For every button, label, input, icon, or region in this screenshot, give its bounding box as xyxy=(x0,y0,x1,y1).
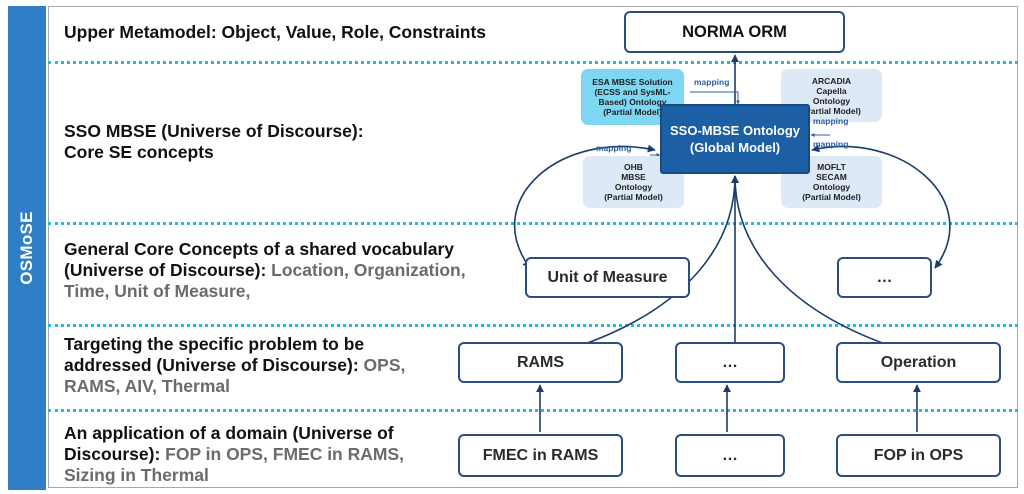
mapping-label-ohb: mapping xyxy=(596,143,632,153)
fmec-in-rams-box: FMEC in RAMS xyxy=(458,434,623,477)
layer-examples-line2: Sizing in Thermal xyxy=(64,465,209,485)
application-ellipsis-box: … xyxy=(675,434,785,477)
link-operation xyxy=(731,175,889,346)
layer-general-core-text: General Core Concepts of a shared vocabu… xyxy=(64,239,466,302)
layer-title: Targeting the specific problem to be xyxy=(64,334,365,354)
mapping-label-moflt: mapping xyxy=(813,139,849,149)
problem-ellipsis-box: … xyxy=(675,342,785,383)
layer-title-line2: (Universe of Discourse): xyxy=(64,260,272,280)
arcadia-line4: (Partial Model) xyxy=(802,105,861,116)
arcadia-line3: Ontology xyxy=(812,95,851,106)
layer-title: Upper Metamodel: Object, Value, Role, Co… xyxy=(64,22,487,42)
esa-line1: ESA MBSE Solution xyxy=(592,77,673,87)
ohb-line2: MBSE xyxy=(621,172,646,182)
norma-orm-box: NORMA ORM xyxy=(624,11,845,53)
layer-title-line2: Core SE concepts xyxy=(64,142,214,162)
layer-sso-mbse-text: SSO MBSE (Universe of Discourse): Core S… xyxy=(64,121,364,163)
operation-label: Operation xyxy=(880,353,957,371)
layer-divider xyxy=(48,409,1018,412)
rams-box: RAMS xyxy=(458,342,623,383)
global-model-line2: (Global Model) xyxy=(689,140,781,155)
unit-of-measure-box: Unit of Measure xyxy=(525,257,690,298)
global-model-line1: SSO-MBSE Ontology xyxy=(670,123,800,138)
application-ellipsis-label: … xyxy=(722,446,738,464)
loop-left xyxy=(513,144,656,269)
moflt-line2: SECAM xyxy=(816,172,847,182)
ohb-line4: (Partial Model) xyxy=(604,192,663,202)
moflt-line3: Ontology xyxy=(812,182,851,192)
ohb-line1: OHB xyxy=(624,162,643,172)
norma-orm-label: NORMA ORM xyxy=(682,22,787,41)
layer-divider xyxy=(48,61,1018,64)
moflt-line1: MOFLT xyxy=(817,162,846,172)
layer-application-text: An application of a domain (Universe of … xyxy=(64,423,404,486)
layer-examples: OPS, xyxy=(363,355,406,375)
mapping-label-arcadia: mapping xyxy=(813,116,849,126)
esa-line3: Based) Ontology xyxy=(598,97,667,107)
moflt-line4: (Partial Model) xyxy=(802,192,861,202)
layer-divider xyxy=(48,324,1018,327)
fmec-in-rams-label: FMEC in RAMS xyxy=(482,446,599,464)
layer-title-line2: Discourse): xyxy=(64,444,166,464)
layer-title: An application of a domain (Universe of xyxy=(64,423,394,443)
layer-title: General Core Concepts of a shared vocabu… xyxy=(64,239,454,259)
arcadia-partial-model-box: ARCADIA Capella Ontology (Partial Model) xyxy=(781,69,882,122)
layer-targeting-text: Targeting the specific problem to be add… xyxy=(64,334,405,397)
link-rams xyxy=(581,175,739,346)
fop-in-ops-label: FOP in OPS xyxy=(873,446,964,464)
fop-in-ops-box: FOP in OPS xyxy=(836,434,1001,477)
esa-line4: (Partial Model) xyxy=(603,107,662,117)
general-ellipsis-label: … xyxy=(876,268,893,286)
layer-title-line2: addressed (Universe of Discourse): xyxy=(64,355,364,375)
arcadia-line2: Capella xyxy=(816,85,847,96)
layer-examples-line2: RAMS, AIV, Thermal xyxy=(64,376,230,396)
unit-of-measure-label: Unit of Measure xyxy=(547,268,668,286)
esa-line2: (ECSS and SysML- xyxy=(594,87,671,97)
ohb-line3: Ontology xyxy=(614,182,653,192)
layer-examples: Location, Organization, xyxy=(271,260,466,280)
mapping-esa xyxy=(690,91,740,105)
mapping-label-esa: mapping xyxy=(694,77,730,87)
general-ellipsis-box: … xyxy=(837,257,932,298)
operation-box: Operation xyxy=(836,342,1001,383)
rams-label: RAMS xyxy=(516,353,565,371)
layer-upper-metamodel-text: Upper Metamodel: Object, Value, Role, Co… xyxy=(64,22,486,43)
osmose-sidebar xyxy=(8,6,46,490)
diagram-frame xyxy=(48,6,1018,488)
layer-examples: FOP in OPS, FMEC in RAMS, xyxy=(165,444,404,464)
problem-ellipsis-label: … xyxy=(722,353,738,371)
arcadia-line1: ARCADIA xyxy=(811,75,852,86)
layer-examples-line2: Time, Unit of Measure, xyxy=(64,281,251,301)
sso-mbse-global-model-box: SSO-MBSE Ontology (Global Model) xyxy=(660,104,810,174)
loop-right xyxy=(811,144,951,269)
layer-title: SSO MBSE (Universe of Discourse): xyxy=(64,121,364,141)
